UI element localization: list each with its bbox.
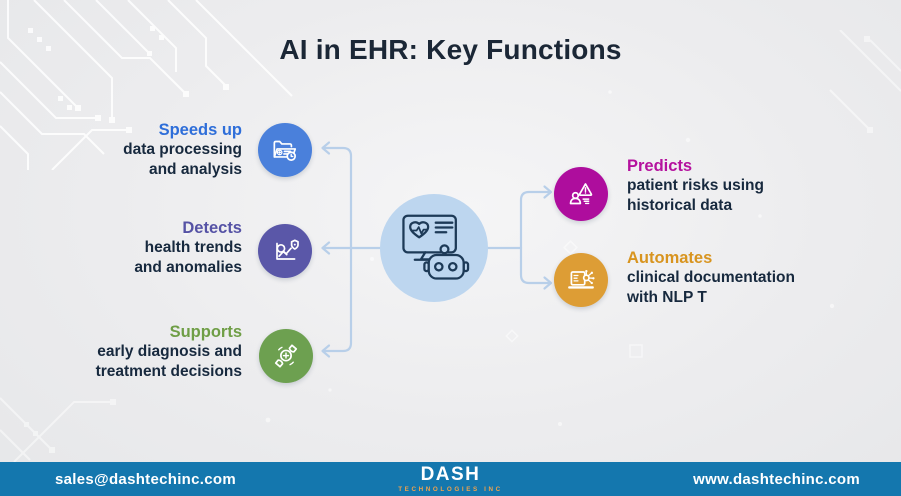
node-automates-circle bbox=[554, 253, 608, 307]
chart-magnifier-shield-icon bbox=[276, 239, 299, 260]
laptop-nlp-icon bbox=[568, 269, 595, 289]
node-predicts-circle bbox=[554, 167, 608, 221]
patient-risk-alert-icon bbox=[569, 183, 593, 205]
node-automates-text: Automates clinical documentation with NL… bbox=[627, 248, 877, 308]
node-line: data processing bbox=[123, 141, 242, 158]
node-line: and analysis bbox=[148, 161, 242, 178]
hands-medical-cross-icon bbox=[274, 344, 298, 368]
node-supports-circle bbox=[259, 329, 313, 383]
circuit-pattern-bottom-left bbox=[0, 397, 116, 462]
node-line: early diagnosis and bbox=[97, 343, 242, 360]
ehr-monitor-robot-icon bbox=[402, 214, 470, 280]
node-line: historical data bbox=[627, 197, 733, 214]
center-hub bbox=[380, 194, 488, 302]
node-line: clinical documentation bbox=[627, 269, 795, 286]
node-line: with NLP T bbox=[627, 289, 707, 306]
dash-logo-subtitle: TECHNOLOGIES INC bbox=[398, 485, 503, 493]
node-predicts-text: Predicts patient risks using historical … bbox=[627, 156, 877, 216]
node-keyword: Supports bbox=[169, 323, 242, 341]
page-title: AI in EHR: Key Functions bbox=[279, 34, 622, 65]
node-line: and anomalies bbox=[134, 259, 242, 276]
node-keyword: Speeds up bbox=[158, 121, 242, 139]
node-detects-text: Detects health trends and anomalies bbox=[12, 218, 242, 278]
node-keyword: Detects bbox=[182, 219, 242, 237]
node-detects-circle bbox=[258, 224, 312, 278]
node-line: health trends bbox=[144, 239, 242, 256]
dash-logo-wordmark: DASH bbox=[420, 464, 481, 485]
dash-logo: DASH TECHNOLOGIES INC bbox=[398, 465, 503, 493]
node-speeds-up-text: Speeds up data processing and analysis bbox=[12, 120, 242, 180]
node-keyword: Predicts bbox=[627, 157, 693, 175]
node-supports-text: Supports early diagnosis and treatment d… bbox=[12, 322, 242, 382]
node-speeds-up-circle bbox=[258, 123, 312, 177]
node-line: treatment decisions bbox=[95, 363, 242, 380]
node-line: patient risks using bbox=[627, 177, 764, 194]
footer-email-link[interactable]: sales@dashtechinc.com bbox=[55, 470, 236, 488]
footer-bar: sales@dashtechinc.com DASH TECHNOLOGIES … bbox=[0, 462, 901, 496]
node-keyword: Automates bbox=[627, 249, 713, 267]
footer-website-link[interactable]: www.dashtechinc.com bbox=[693, 470, 860, 488]
folder-clock-icon bbox=[273, 140, 297, 161]
